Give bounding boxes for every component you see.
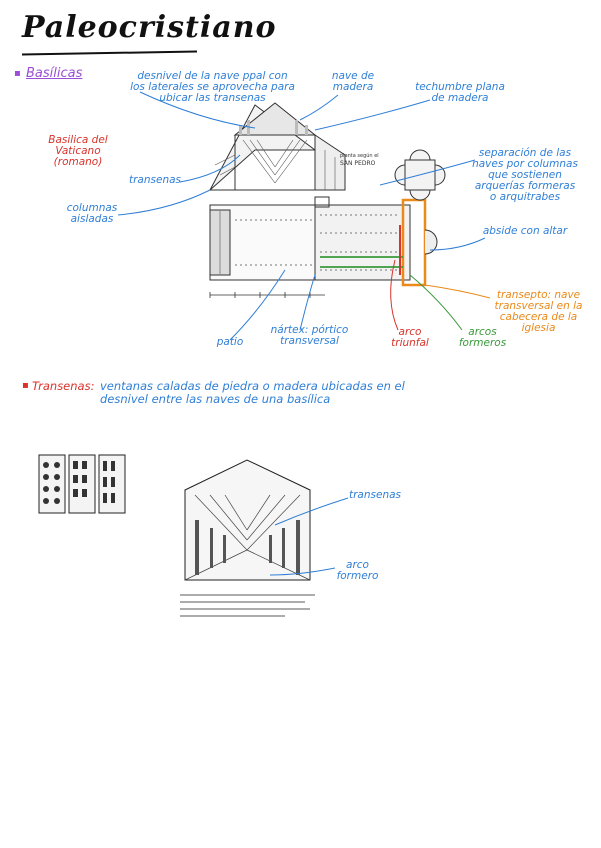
annotation-pointers-2 [0, 400, 601, 700]
definition-term: Transenas: [32, 380, 94, 392]
annotation-pointers [0, 0, 601, 400]
definition-bullet-icon: ▪ [22, 380, 29, 391]
